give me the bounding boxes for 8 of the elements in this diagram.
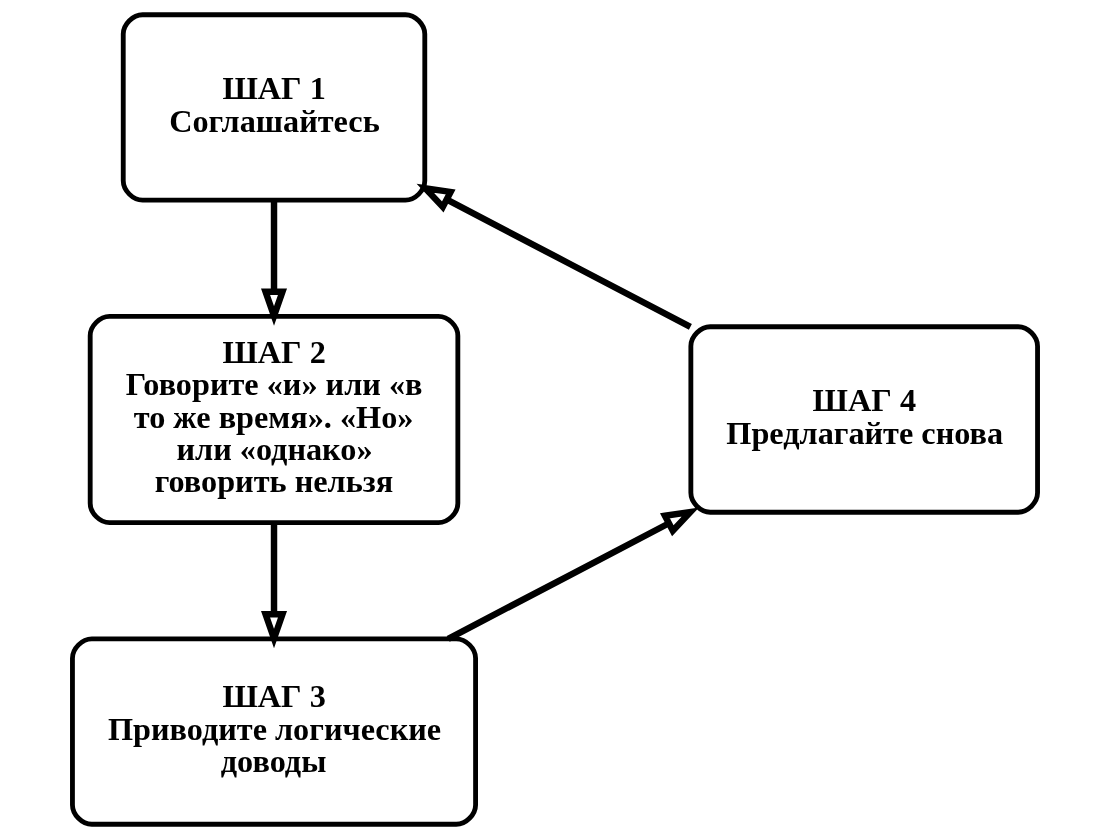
arrow	[416, 183, 692, 330]
arrow	[446, 507, 699, 642]
node-box: ШАГ 2 Говорите «и» или «в то же время». «Но» или «однако» говорить нельзя	[87, 313, 460, 526]
arrow	[260, 523, 287, 649]
arrow	[260, 200, 287, 326]
node-box: ШАГ 1 Соглашайтесь	[120, 12, 427, 203]
node-box: ШАГ 3 Приводите логические доводы	[69, 636, 478, 827]
node-box: ШАГ 4 Предлагайте снова	[687, 324, 1040, 515]
